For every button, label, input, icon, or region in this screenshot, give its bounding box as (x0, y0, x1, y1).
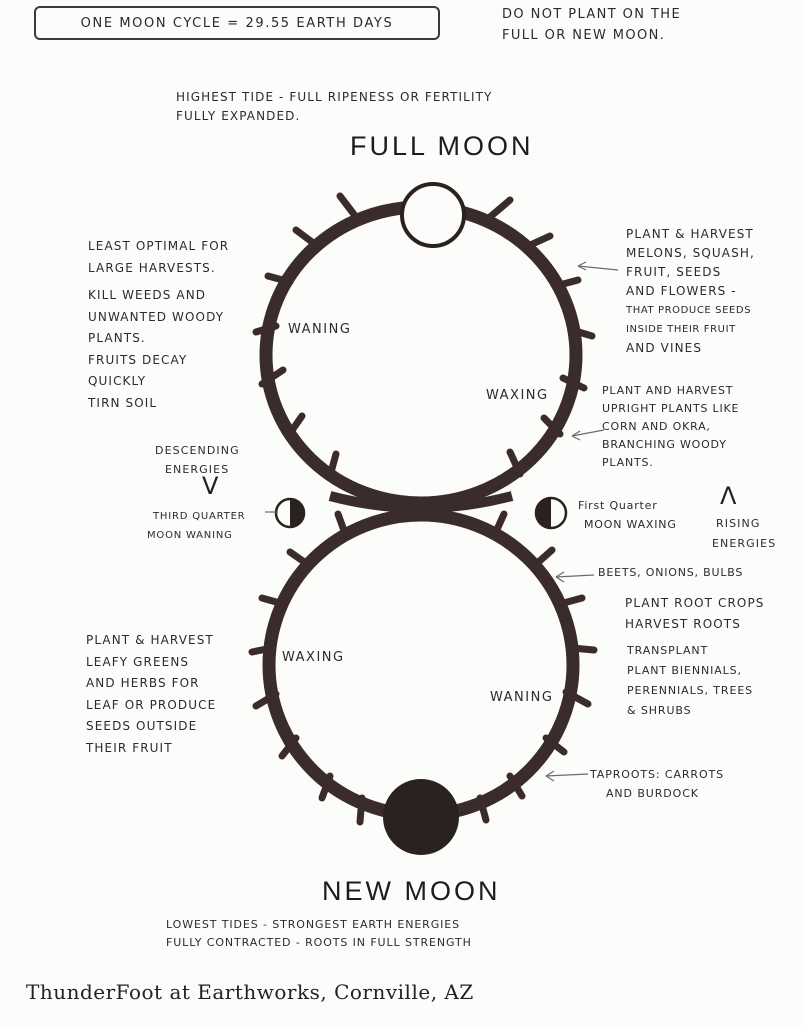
upper-right-bottom-notes: Plant and harvest upright plants like co… (602, 384, 740, 469)
upper-left-notes: Least optimal for large harvests. Kill w… (88, 239, 230, 410)
full-moon-icon (400, 182, 466, 248)
pointer-arrows (265, 261, 619, 782)
first-quarter-label: First Quarter moon waxing (578, 499, 677, 531)
full-moon-note: Highest tide - full ripeness or fertilit… (176, 90, 493, 123)
new-moon-title: New moon (322, 876, 501, 906)
upper-right-phase-label: Waxing (486, 388, 549, 403)
new-moon-icon (383, 779, 459, 855)
vine-branches (248, 192, 598, 826)
moon-cycle-note-box: One moon cycle = 29.55 Earth days (34, 6, 440, 40)
lower-right-phase-label: Waning (490, 690, 554, 705)
upper-vine-loop (259, 200, 583, 510)
third-quarter-label: Third quarter moon waning (147, 511, 246, 541)
signature: ThunderFoot at Earthworks, Cornville, AZ (26, 980, 474, 1004)
first-quarter-moon-icon (534, 496, 568, 530)
bulbs-note: Beets, onions, bulbs (598, 566, 744, 579)
lower-vine-loop (262, 508, 580, 822)
upper-right-top-notes: Plant & harvest melons, squash, fruit, s… (626, 227, 755, 355)
rising-arrow-icon: Λ (720, 482, 737, 510)
root-crops-note: Plant root crops Harvest roots (625, 596, 765, 631)
rising-energies-label: Rising energies (712, 517, 777, 550)
descending-arrow-icon: V (202, 472, 219, 500)
descending-energies-label: Descending energies (155, 444, 240, 476)
transplant-note: Transplant plant biennials, perennials, … (627, 644, 754, 717)
upper-left-phase-label: Waning (288, 322, 352, 337)
vine-crossing (328, 491, 514, 513)
third-quarter-moon-icon (274, 497, 306, 529)
full-moon-title: Full Moon (350, 131, 534, 161)
new-moon-note: Lowest tides - strongest earth energies … (166, 918, 472, 949)
lower-left-phase-label: Waxing (282, 650, 345, 665)
planting-warning: Do not plant on the full or new moon. (502, 7, 682, 43)
taproots-note: Taproots: carrots and burdock (590, 768, 725, 800)
moon-cycle-note: One moon cycle = 29.55 Earth days (80, 15, 394, 31)
lower-left-notes: Plant & harvest leafy greens and herbs f… (86, 633, 217, 755)
